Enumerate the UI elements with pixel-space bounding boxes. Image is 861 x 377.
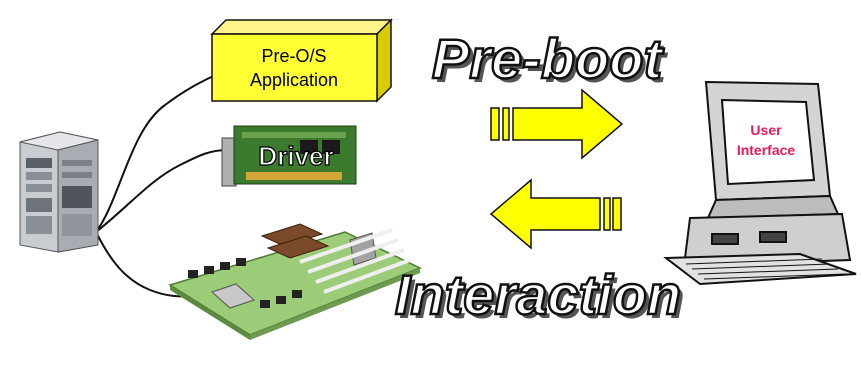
expansion-card-icon: Driver	[221, 125, 357, 187]
application-box-line2: Application	[250, 70, 338, 90]
pre-os-application-box: Pre-O/S Application	[210, 18, 393, 103]
application-box-line1: Pre-O/S	[261, 46, 326, 66]
interaction-caption-text: Interaction	[395, 263, 681, 326]
desktop-computer-icon: User Interface	[663, 80, 857, 286]
pre-boot-caption: Pre-boot Pre-boot	[431, 26, 669, 94]
tower-pc-icon	[19, 131, 99, 253]
right-arrow-icon	[490, 88, 624, 160]
left-arrow-icon	[489, 178, 622, 250]
user-interface-line1: User	[750, 122, 782, 138]
interaction-caption: Interaction Interaction	[394, 262, 686, 330]
driver-label: Driver	[258, 141, 333, 171]
interaction-caption-shadow: Interaction	[399, 267, 685, 330]
user-interface-line2: Interface	[737, 142, 796, 158]
motherboard-icon	[168, 223, 422, 340]
connection-cables	[95, 71, 229, 298]
pre-boot-caption-shadow: Pre-boot	[436, 31, 669, 94]
pre-boot-caption-text: Pre-boot	[432, 27, 665, 90]
